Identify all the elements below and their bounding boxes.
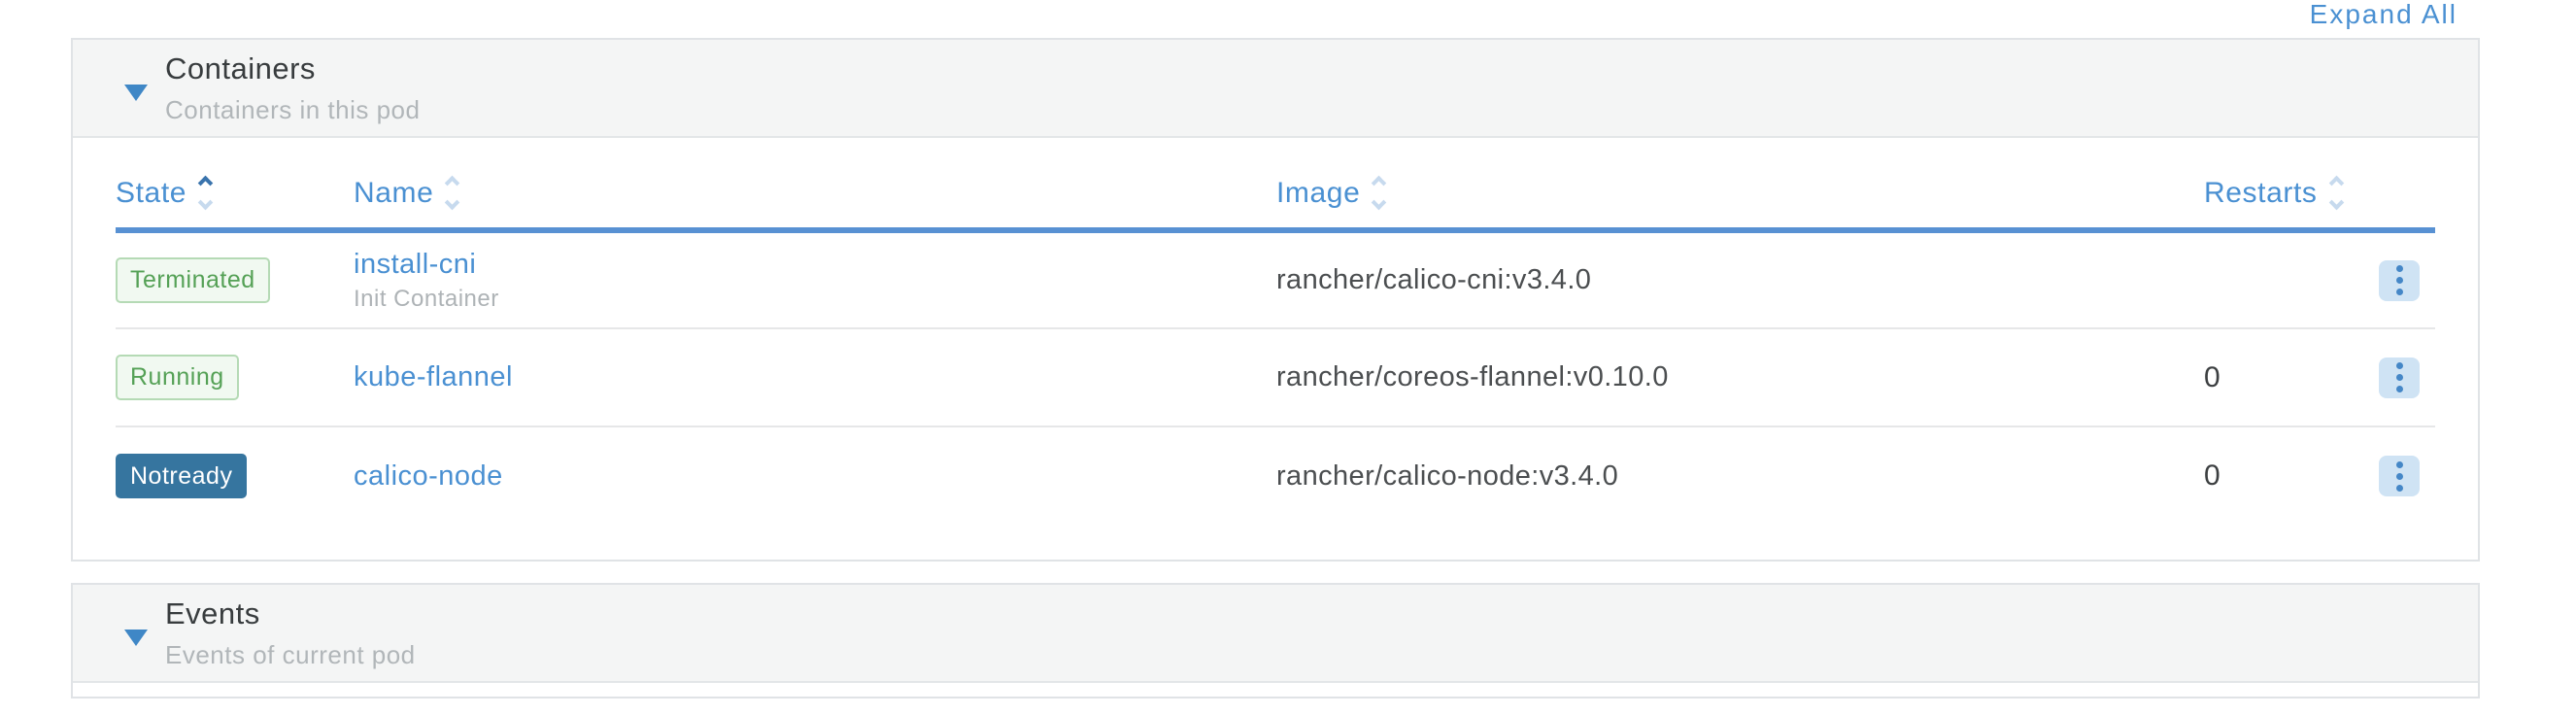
- containers-table: State Name: [116, 163, 2435, 525]
- events-panel: Events Events of current pod: [71, 583, 2480, 698]
- kebab-menu-icon[interactable]: [2379, 259, 2420, 301]
- expand-all-link[interactable]: Expand All: [2309, 0, 2457, 29]
- table-header-row: State Name: [116, 163, 2435, 230]
- column-header-actions: [2328, 163, 2435, 230]
- events-panel-header: Events Events of current pod: [73, 585, 2478, 683]
- column-label: State: [116, 177, 187, 209]
- column-header-image[interactable]: Image: [1276, 163, 2204, 230]
- events-panel-heading: Events Events of current pod: [165, 596, 416, 670]
- status-badge: Running: [116, 355, 239, 400]
- table-row: Terminated install-cni Init Container ra…: [116, 230, 2435, 328]
- sort-chevrons-icon: [197, 175, 214, 210]
- container-name-note: Init Container: [354, 285, 499, 312]
- sort-chevrons-icon: [445, 175, 460, 210]
- containers-panel-header: Containers Containers in this pod: [73, 40, 2478, 138]
- containers-panel-heading: Containers Containers in this pod: [165, 51, 420, 125]
- table-row: Notready calico-node rancher/calico-node…: [116, 426, 2435, 525]
- restart-count: 0: [2204, 460, 2220, 492]
- caret-down-icon[interactable]: [124, 630, 148, 646]
- containers-panel: Containers Containers in this pod State: [71, 38, 2480, 562]
- restart-count: 0: [2204, 360, 2220, 393]
- container-image: rancher/calico-cni:v3.4.0: [1276, 264, 1592, 295]
- container-image: rancher/coreos-flannel:v0.10.0: [1276, 361, 1669, 392]
- column-label: Image: [1276, 177, 1361, 209]
- container-name-link[interactable]: install-cni: [354, 248, 477, 280]
- table-row: Running kube-flannel rancher/coreos-flan…: [116, 328, 2435, 426]
- kebab-menu-icon[interactable]: [2379, 357, 2420, 398]
- containers-panel-body: State Name: [73, 138, 2478, 560]
- column-header-state[interactable]: State: [116, 163, 354, 230]
- events-panel-body: [73, 683, 2478, 697]
- section-subtitle: Events of current pod: [165, 639, 416, 669]
- section-title: Containers: [165, 51, 316, 85]
- section-subtitle: Containers in this pod: [165, 94, 421, 124]
- sort-chevrons-icon: [1372, 175, 1387, 210]
- topbar: Expand All: [0, 0, 2576, 38]
- column-label: Name: [354, 177, 434, 209]
- column-header-name[interactable]: Name: [354, 163, 1276, 230]
- container-image: rancher/calico-node:v3.4.0: [1276, 460, 1619, 492]
- kebab-menu-icon[interactable]: [2379, 456, 2420, 497]
- column-label: Restarts: [2204, 177, 2318, 209]
- container-name-link[interactable]: kube-flannel: [354, 361, 513, 392]
- status-badge: Notready: [116, 453, 248, 499]
- status-badge: Terminated: [116, 257, 270, 303]
- sort-chevrons-icon: [2328, 175, 2344, 210]
- container-name-link[interactable]: calico-node: [354, 460, 503, 492]
- caret-down-icon[interactable]: [124, 85, 148, 101]
- section-title: Events: [165, 596, 260, 630]
- column-header-restarts[interactable]: Restarts: [2204, 163, 2344, 230]
